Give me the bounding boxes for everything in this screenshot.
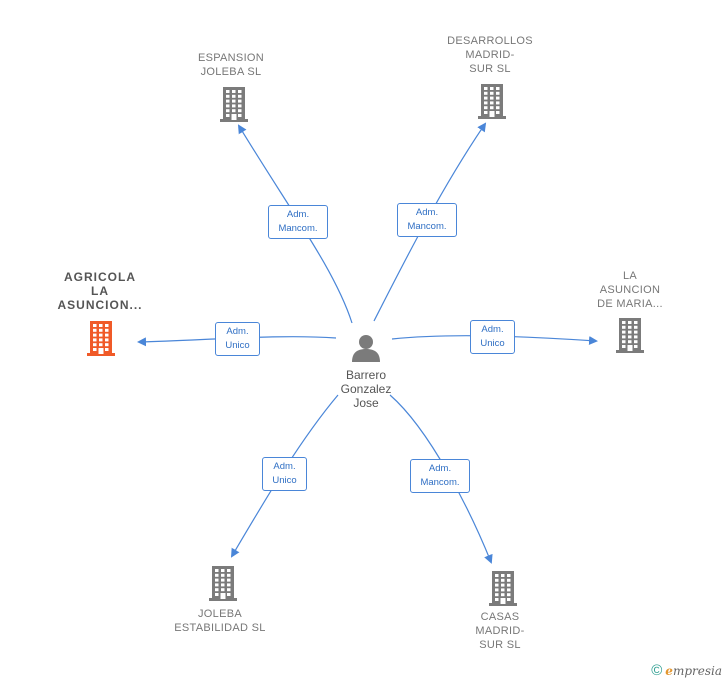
label-line: MADRID- [475, 625, 525, 637]
footer-brand: ©empresia [651, 662, 722, 679]
label-line: LA [91, 284, 109, 298]
label-line: CASAS [480, 611, 520, 623]
relation-badge[interactable]: Adm. Mancom. [268, 205, 328, 239]
relation-badge[interactable]: Adm. Mancom. [397, 203, 457, 237]
label-line: SUR SL [479, 639, 521, 651]
label-line: Mancom. [420, 477, 460, 488]
label-line: Jose [353, 396, 379, 410]
label-line: Mancom. [278, 223, 318, 234]
label-line: LA [622, 270, 638, 282]
label-line: Adm. [428, 463, 452, 474]
relation-badge[interactable]: Adm. Mancom. [410, 459, 470, 493]
label-line: SUR SL [469, 63, 511, 75]
label-line: Mancom. [407, 221, 447, 232]
copyright-icon: © [651, 662, 663, 679]
label-line: Adm. [286, 209, 310, 220]
label-line: Gonzalez [340, 382, 392, 396]
company-label-espansion-joleba[interactable]: ESPANSION JOLEBA SL [176, 51, 286, 79]
building-icon[interactable] [208, 565, 238, 601]
building-icon[interactable] [615, 317, 645, 353]
company-label-la-asuncion-de-maria[interactable]: LA ASUNCION DE MARIA... [575, 269, 685, 311]
label-line: Adm. [226, 326, 249, 337]
relation-badge[interactable]: Adm. Unico [470, 320, 515, 354]
label-line: Barrero [345, 368, 386, 382]
label-line: JOLEBA [198, 608, 242, 620]
label-line: Adm. [481, 324, 504, 335]
label-line: DESARROLLOS [447, 35, 533, 47]
label-line: JOLEBA SL [200, 66, 262, 78]
brand-logo: empresia [665, 664, 722, 678]
relation-badge[interactable]: Adm. Unico [262, 457, 307, 491]
company-label-casas-madrid-sur[interactable]: CASAS MADRID- SUR SL [450, 610, 550, 652]
label-line: Unico [272, 475, 297, 486]
label-line: Adm. [415, 207, 439, 218]
person-icon[interactable] [351, 333, 381, 363]
company-label-joleba-estabilidad[interactable]: JOLEBA ESTABILIDAD SL [160, 607, 280, 635]
label-line: ESTABILIDAD SL [174, 622, 266, 634]
building-icon[interactable] [477, 83, 507, 119]
label-line: Adm. [273, 461, 296, 472]
label-line: ESPANSION [197, 52, 265, 64]
label-line: Unico [225, 340, 250, 351]
label-line: Unico [480, 338, 505, 349]
label-line: MADRID- [465, 49, 515, 61]
relation-badge[interactable]: Adm. Unico [215, 322, 260, 356]
building-icon[interactable] [219, 86, 249, 122]
label-line: AGRICOLA [64, 270, 136, 284]
label-line: ASUNCION [599, 284, 661, 296]
label-line: ASUNCION... [57, 298, 143, 312]
company-label-desarrollos-madrid-sur[interactable]: DESARROLLOS MADRID- SUR SL [430, 34, 550, 76]
building-icon[interactable] [86, 320, 116, 356]
building-icon[interactable] [488, 570, 518, 606]
label-line: DE MARIA... [597, 298, 663, 310]
